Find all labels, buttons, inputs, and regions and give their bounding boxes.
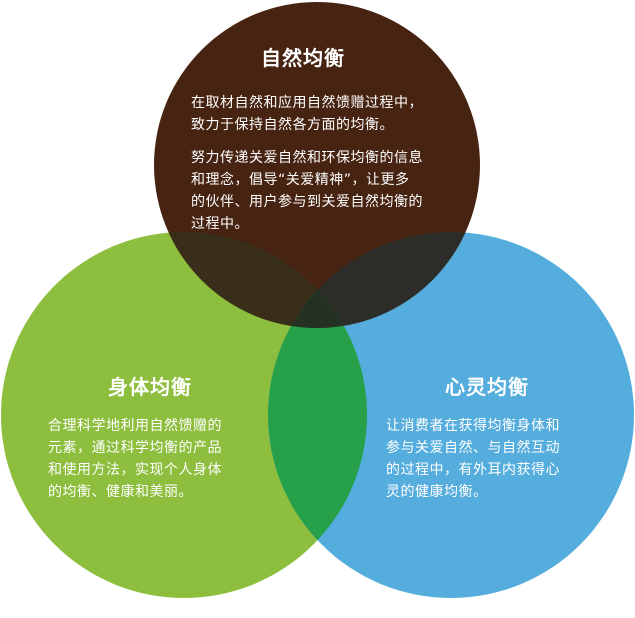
nature-paragraph-1: 在取材自然和应用自然馈赠过程中， 致力于保持自然各方面的均衡。 [191, 95, 423, 133]
mind-balance-title: 心灵均衡 [445, 375, 529, 399]
body-balance-circle [1, 232, 367, 598]
mind-balance-circle [268, 232, 634, 598]
body-balance-title: 身体均衡 [108, 375, 192, 399]
nature-paragraph-2: 努力传递关爱自然和环保均衡的信息 和理念，倡导“关爱精神”，让更多 的伙伴、用户… [191, 150, 423, 232]
nature-balance-text-2: 努力传递关爱自然和环保均衡的信息 和理念，倡导“关爱精神”，让更多 的伙伴、用户… [191, 147, 471, 235]
nature-balance-title: 自然均衡 [261, 46, 345, 70]
body-balance-text: 合理科学地利用自然馈赠的 元素，通过科学均衡的产品 和使用方法，实现个人身体 的… [48, 415, 288, 503]
mind-balance-text: 让消费者在获得均衡身体和 参与关爱自然、与自然互动 的过程中，有外耳内获得心 灵… [386, 415, 626, 503]
body-paragraph: 合理科学地利用自然馈赠的 元素，通过科学均衡的产品 和使用方法，实现个人身体 的… [48, 418, 222, 500]
mind-paragraph: 让消费者在获得均衡身体和 参与关爱自然、与自然互动 的过程中，有外耳内获得心 灵… [386, 418, 560, 500]
nature-balance-text-1: 在取材自然和应用自然馈赠过程中， 致力于保持自然各方面的均衡。 [191, 92, 471, 136]
